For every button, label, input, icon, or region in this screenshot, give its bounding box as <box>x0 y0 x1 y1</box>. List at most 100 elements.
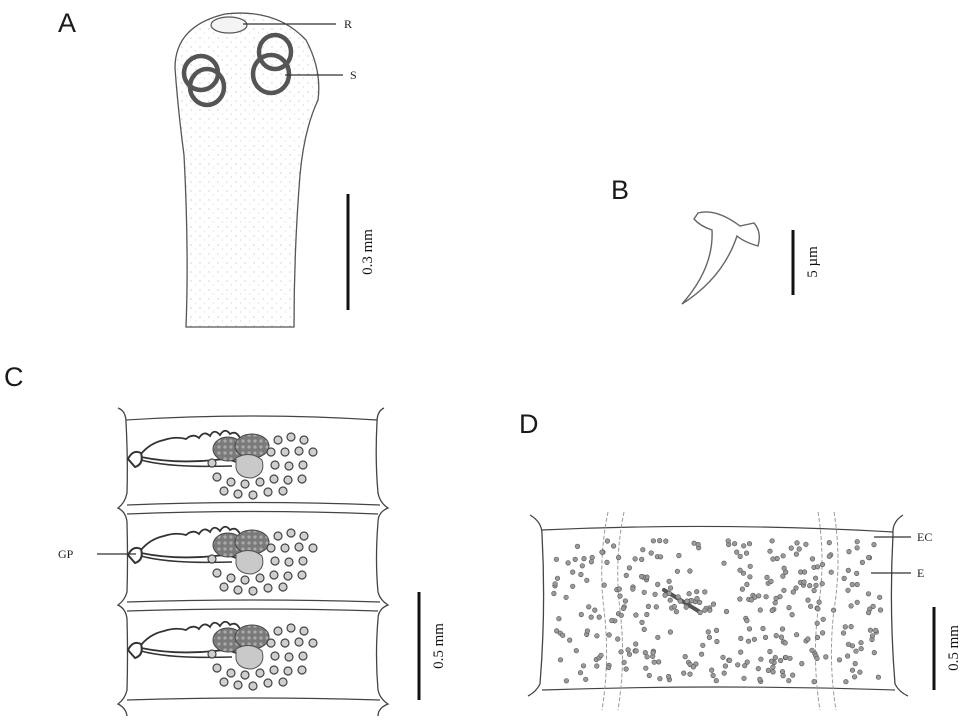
egg <box>671 603 677 610</box>
egg <box>722 663 729 669</box>
egg <box>695 541 701 548</box>
egg <box>788 545 794 551</box>
egg <box>877 607 884 613</box>
egg <box>598 652 604 658</box>
egg <box>820 616 826 622</box>
egg <box>655 634 661 640</box>
panel-d: D EC E 0.5 mm <box>519 409 962 711</box>
egg <box>846 548 852 555</box>
egg <box>853 648 859 654</box>
egg <box>737 553 743 560</box>
egg <box>805 636 811 642</box>
egg <box>768 578 774 585</box>
egg <box>819 581 825 587</box>
egg <box>694 595 700 602</box>
egg <box>702 589 708 595</box>
egg <box>812 575 819 581</box>
egg <box>615 554 622 561</box>
egg <box>859 559 866 566</box>
egg <box>720 654 726 660</box>
egg <box>731 541 738 547</box>
egg <box>744 618 750 624</box>
egg <box>570 569 576 575</box>
egg <box>644 611 650 618</box>
egg <box>782 640 788 646</box>
egg <box>666 578 672 584</box>
egg <box>805 597 811 603</box>
egg <box>734 549 740 555</box>
egg <box>830 607 837 613</box>
egg <box>871 649 877 656</box>
panel-d-letter: D <box>519 409 539 439</box>
egg <box>813 582 819 589</box>
egg <box>705 629 711 635</box>
egg <box>713 627 720 634</box>
egg <box>849 581 855 588</box>
proglottid-organs <box>126 429 318 500</box>
egg <box>870 603 876 610</box>
egg <box>557 657 564 663</box>
egg <box>735 662 741 668</box>
egg <box>848 623 854 630</box>
segment-top <box>541 525 894 533</box>
egg <box>780 553 786 559</box>
egg <box>615 636 621 642</box>
egg <box>743 550 750 556</box>
segment-bottom <box>541 686 896 691</box>
egg <box>690 664 697 670</box>
egg <box>618 649 624 655</box>
egg <box>747 574 753 580</box>
egg <box>601 582 607 588</box>
egg <box>780 573 786 579</box>
egg <box>626 565 633 571</box>
egg <box>623 666 629 672</box>
egg <box>777 657 784 664</box>
egg <box>770 556 776 562</box>
egg <box>875 674 882 680</box>
egg <box>574 543 581 550</box>
egg <box>663 538 669 544</box>
egg <box>665 673 672 680</box>
egg <box>841 575 847 582</box>
egg <box>725 538 731 544</box>
egg <box>786 604 792 611</box>
egg <box>854 570 860 577</box>
egg <box>738 635 744 642</box>
egg <box>828 569 834 575</box>
egg <box>757 676 763 683</box>
egg <box>573 648 579 654</box>
egg <box>823 654 829 660</box>
egg <box>567 637 573 643</box>
egg <box>620 605 627 612</box>
egg <box>867 627 874 633</box>
egg <box>843 679 849 685</box>
egg <box>594 663 600 669</box>
egg <box>763 594 769 600</box>
egg <box>845 641 852 647</box>
egg <box>580 663 587 669</box>
egg <box>639 619 645 626</box>
egg <box>816 599 822 605</box>
strobila-outline-right <box>375 407 390 717</box>
egg <box>683 604 689 610</box>
egg <box>633 641 639 647</box>
egg <box>552 581 558 587</box>
egg <box>762 634 769 641</box>
egg <box>757 607 763 613</box>
egg <box>745 638 752 644</box>
egg <box>621 659 627 665</box>
egg <box>563 594 569 600</box>
egg <box>687 568 693 574</box>
egg <box>793 632 800 638</box>
egg <box>554 628 560 634</box>
egg <box>742 663 748 669</box>
egg <box>852 660 858 667</box>
egg <box>741 543 747 549</box>
egg <box>642 649 648 656</box>
egg <box>873 627 879 634</box>
egg <box>641 626 647 633</box>
label-e: E <box>917 566 924 580</box>
egg <box>845 567 851 574</box>
egg <box>840 630 847 636</box>
egg <box>563 678 570 684</box>
